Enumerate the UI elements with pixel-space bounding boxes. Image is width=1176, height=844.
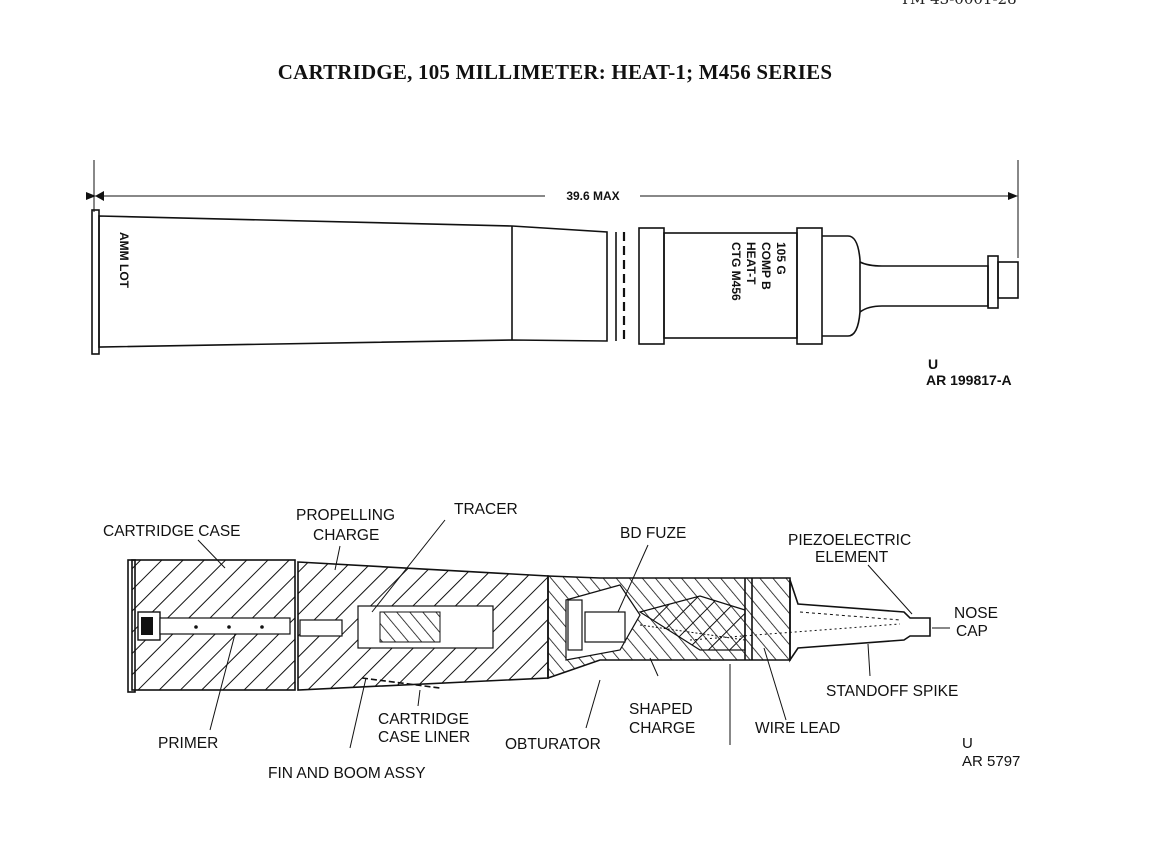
label-obturator: OBTURATOR bbox=[505, 736, 601, 753]
label-primer: PRIMER bbox=[158, 735, 218, 752]
label-piezoelectric-2: ELEMENT bbox=[815, 549, 889, 566]
section-ref-class: U bbox=[962, 735, 973, 752]
label-case-liner: CARTRIDGE bbox=[378, 711, 469, 728]
exterior-view: 39.6 MAX AMM LOT 105 G COMP B HEAT-T CTG… bbox=[86, 160, 1019, 388]
exterior-ref-class: U bbox=[928, 356, 938, 372]
projectile-marking: 105 G COMP B HEAT-T CTG M456 bbox=[729, 242, 788, 301]
label-tracer: TRACER bbox=[454, 501, 518, 518]
dimension-label: 39.6 MAX bbox=[566, 189, 619, 203]
overall-length-dimension: 39.6 MAX bbox=[86, 160, 1019, 258]
section-cartridge-case bbox=[127, 559, 296, 693]
label-nose-cap-2: CAP bbox=[956, 623, 988, 640]
section-propelling-charge bbox=[297, 561, 549, 691]
label-cartridge-case: CARTRIDGE CASE bbox=[103, 523, 241, 540]
label-piezoelectric: PIEZOELECTRIC bbox=[788, 532, 911, 549]
label-wire-lead: WIRE LEAD bbox=[755, 720, 840, 737]
label-propelling-charge: PROPELLING bbox=[296, 507, 395, 524]
label-bd-fuze: BD FUZE bbox=[620, 525, 686, 542]
case-marking: AMM LOT bbox=[117, 232, 131, 289]
page-header: TM 43-0001-28 bbox=[900, 0, 1017, 8]
label-shaped-charge: SHAPED bbox=[629, 701, 693, 718]
label-fin-and-boom: FIN AND BOOM ASSY bbox=[268, 765, 426, 782]
page-title: CARTRIDGE, 105 MILLIMETER: HEAT-1; M456 … bbox=[277, 60, 833, 84]
svg-text:CTG M456: CTG M456 bbox=[729, 242, 743, 301]
label-propelling-charge-2: CHARGE bbox=[313, 527, 379, 544]
leader-lines bbox=[197, 519, 950, 749]
svg-text:105 G: 105 G bbox=[774, 242, 788, 275]
svg-text:COMP B: COMP B bbox=[759, 242, 773, 290]
label-nose-cap: NOSE bbox=[954, 605, 998, 622]
section-ref-number: AR 5797 bbox=[962, 753, 1020, 770]
sectional-view: CARTRIDGE CASE PROPELLING CHARGE TRACER … bbox=[103, 501, 1020, 782]
exterior-projectile: 105 G COMP B HEAT-T CTG M456 bbox=[638, 227, 1019, 345]
svg-text:HEAT-T: HEAT-T bbox=[744, 242, 758, 285]
label-shaped-charge-2: CHARGE bbox=[629, 720, 695, 737]
exterior-ref-number: AR 199817-A bbox=[926, 372, 1012, 388]
section-projectile bbox=[547, 575, 931, 680]
label-case-liner-2: CASE LINER bbox=[378, 729, 470, 746]
label-standoff-spike: STANDOFF SPIKE bbox=[826, 683, 958, 700]
exterior-cartridge-case: AMM LOT bbox=[91, 209, 626, 355]
